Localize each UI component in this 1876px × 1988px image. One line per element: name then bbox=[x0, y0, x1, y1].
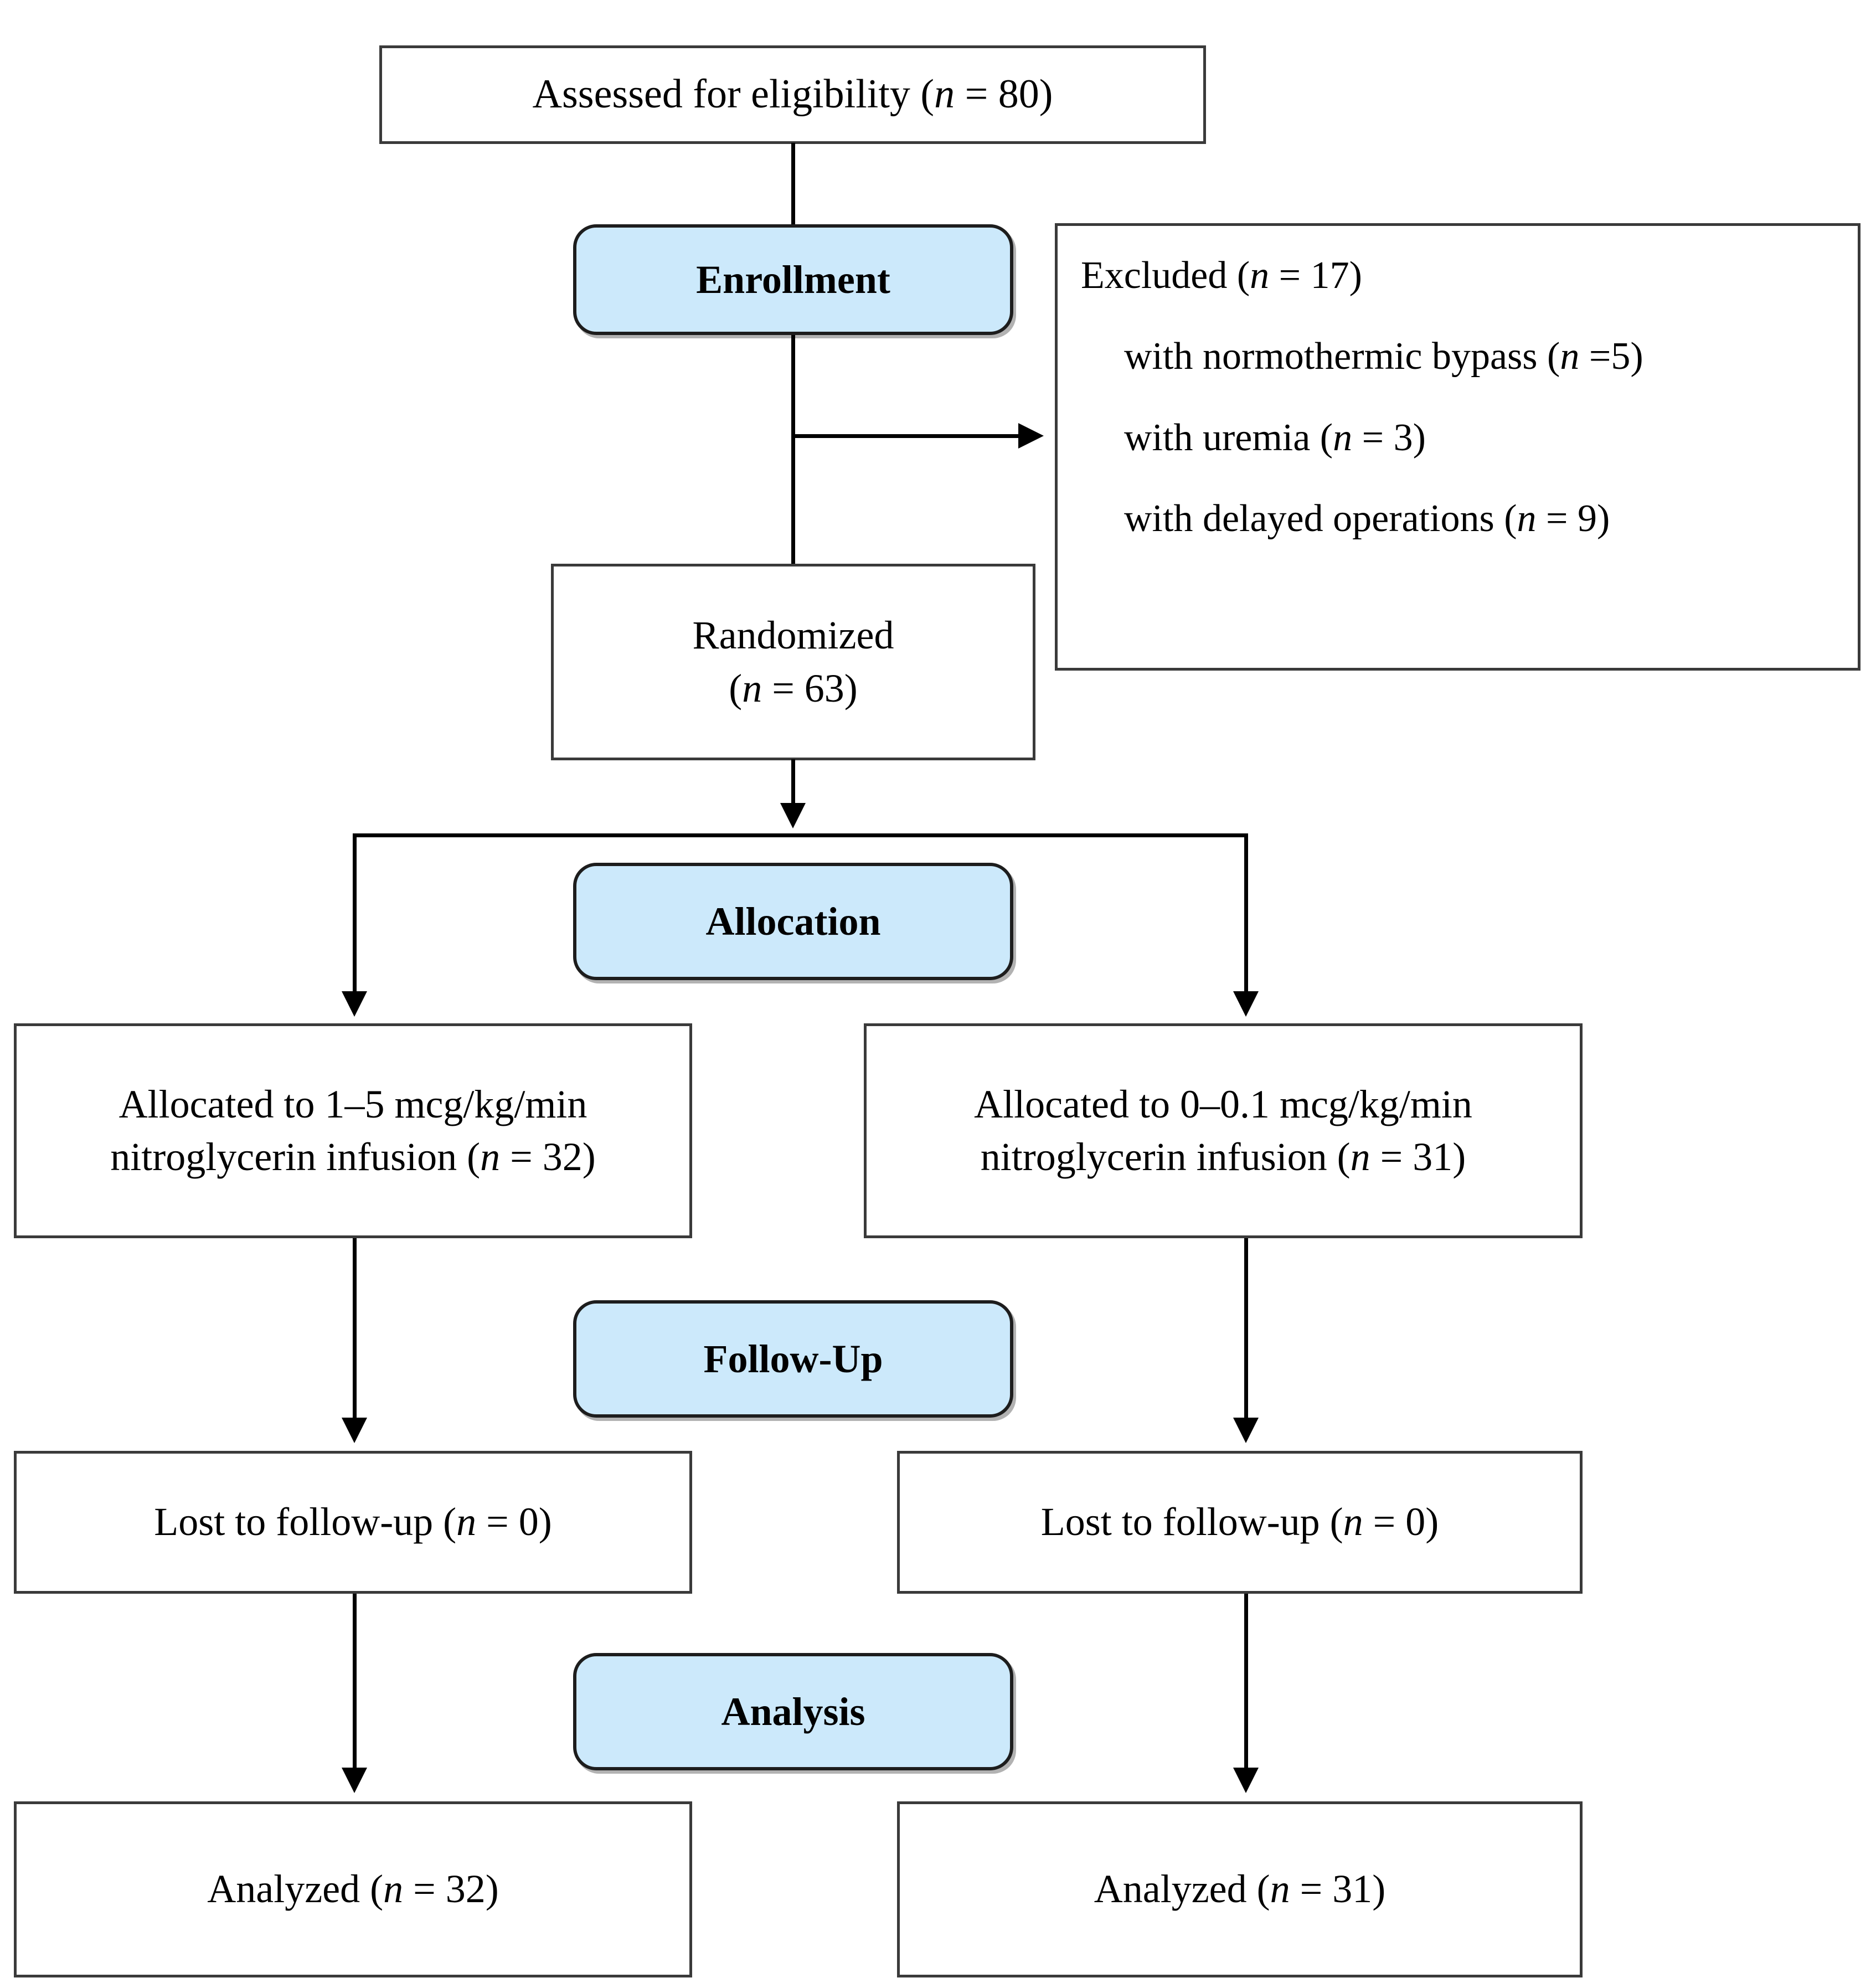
analyzed-left-label: Analyzed (n = 32) bbox=[207, 1867, 499, 1912]
stage-followup-label: Follow-Up bbox=[703, 1336, 883, 1381]
split-bar-allocation bbox=[353, 833, 1248, 837]
node-allocated-left: Allocated to 1–5 mcg/kg/min nitroglyceri… bbox=[14, 1023, 692, 1238]
node-allocated-right: Allocated to 0–0.1 mcg/kg/min nitroglyce… bbox=[864, 1023, 1583, 1238]
alloc-left-line2: nitroglycerin infusion (n = 32) bbox=[110, 1135, 596, 1179]
lost-left-label: Lost to follow-up (n = 0) bbox=[154, 1500, 552, 1544]
arrowhead-to-excluded bbox=[1018, 423, 1044, 449]
randomized-count: (n = 63) bbox=[729, 666, 858, 710]
connector-enrollment-to-randomized bbox=[791, 334, 795, 564]
arrowhead-alloc-left bbox=[342, 991, 367, 1017]
node-analyzed-right: Analyzed (n = 31) bbox=[897, 1801, 1583, 1977]
excluded-reason-2: with uremia (n = 3) bbox=[1124, 416, 1426, 459]
stage-enrollment: Enrollment bbox=[573, 224, 1013, 335]
split-left-drop bbox=[353, 833, 357, 994]
stage-allocation: Allocation bbox=[573, 863, 1013, 980]
excluded-reason-1: with normothermic bypass (n =5) bbox=[1124, 335, 1643, 378]
stage-enrollment-label: Enrollment bbox=[696, 257, 890, 302]
node-randomized: Randomized (n = 63) bbox=[551, 564, 1035, 760]
connector-alloc-right-to-lost bbox=[1244, 1238, 1248, 1421]
analyzed-right-label: Analyzed (n = 31) bbox=[1094, 1867, 1386, 1912]
connector-to-excluded bbox=[791, 434, 1018, 438]
arrowhead-randomized-down bbox=[780, 803, 806, 828]
connector-randomized-down bbox=[791, 759, 795, 809]
arrowhead-analyzed-left bbox=[342, 1768, 367, 1793]
node-lost-followup-left: Lost to follow-up (n = 0) bbox=[14, 1451, 692, 1594]
split-right-drop bbox=[1244, 833, 1248, 994]
lost-right-label: Lost to follow-up (n = 0) bbox=[1040, 1500, 1439, 1544]
connector-assessed-to-enrollment bbox=[791, 143, 795, 229]
node-lost-followup-right: Lost to follow-up (n = 0) bbox=[897, 1451, 1583, 1594]
stage-allocation-label: Allocation bbox=[705, 899, 881, 944]
randomized-label: Randomized bbox=[692, 613, 894, 658]
arrowhead-analyzed-right bbox=[1233, 1768, 1259, 1793]
node-excluded: Excluded (n = 17) with normothermic bypa… bbox=[1055, 223, 1860, 671]
stage-analysis-label: Analysis bbox=[721, 1689, 865, 1734]
connector-lost-left-to-analyzed bbox=[353, 1594, 357, 1771]
connector-alloc-left-to-lost bbox=[353, 1238, 357, 1421]
node-analyzed-left: Analyzed (n = 32) bbox=[14, 1801, 692, 1977]
arrowhead-lost-left bbox=[342, 1418, 367, 1443]
alloc-left-line1: Allocated to 1–5 mcg/kg/min bbox=[118, 1081, 587, 1126]
excluded-heading: Excluded (n = 17) bbox=[1081, 254, 1362, 297]
arrowhead-alloc-right bbox=[1233, 991, 1259, 1017]
excluded-reason-3: with delayed operations (n = 9) bbox=[1124, 497, 1610, 540]
connector-lost-right-to-analyzed bbox=[1244, 1594, 1248, 1771]
node-assessed-for-eligibility: Assessed for eligibility (n = 80) bbox=[379, 45, 1206, 144]
alloc-right-line1: Allocated to 0–0.1 mcg/kg/min bbox=[974, 1081, 1472, 1126]
stage-analysis: Analysis bbox=[573, 1653, 1013, 1770]
alloc-right-line2: nitroglycerin infusion (n = 31) bbox=[980, 1135, 1466, 1179]
arrowhead-lost-right bbox=[1233, 1418, 1259, 1443]
stage-followup: Follow-Up bbox=[573, 1300, 1013, 1418]
assessed-label: Assessed for eligibility (n = 80) bbox=[532, 71, 1053, 117]
